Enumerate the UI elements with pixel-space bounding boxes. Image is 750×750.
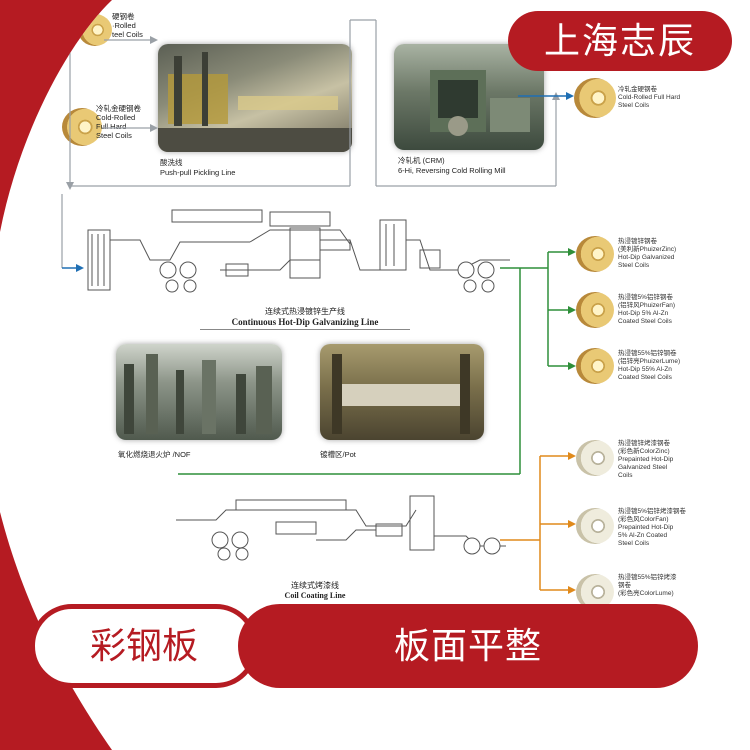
- brand-badge: 上海志辰: [508, 11, 732, 71]
- galvanizing-title-en: Continuous Hot-Dip Galvanizing Line: [200, 317, 410, 330]
- pickling-line-photo: [158, 44, 352, 152]
- nof-caption: 氧化燃烧退火炉 /NOF: [118, 450, 191, 459]
- output-color-zinc: 热浸镀锌烤漆钢卷 (彩色新ColorZinc) Prepainted Hot-D…: [618, 440, 674, 479]
- crm-cn: 冷轧机 (CRM): [398, 156, 445, 165]
- galvanizing-title-cn: 连续式热浸镀锌生产线: [265, 307, 345, 316]
- pickling-line-en: Push-pull Pickling Line: [160, 168, 236, 177]
- output-galvanized-5pct: 热浸镀5%铝锌钢卷 (铝锌风PhuizerFan) Hot-Dip 5% Al-…: [618, 294, 676, 325]
- galvanizing-line-schematic: [80, 200, 520, 300]
- coil-icon-color-fan: [576, 508, 614, 544]
- galvanizing-title: 连续式热浸镀锌生产线 Continuous Hot-Dip Galvanizin…: [200, 306, 410, 330]
- coil-icon-galvanized-zinc: [576, 236, 614, 272]
- coil-icon-color-zinc: [576, 440, 614, 476]
- output-color-fan: 热浸镀5%铝锌烤漆钢卷 (彩色风ColorFan) Prepainted Hot…: [618, 508, 686, 547]
- top-coil-label: 硬钢卷 ·Rolled teel Coils: [112, 12, 143, 39]
- coating-line-schematic: [176, 490, 516, 570]
- coil-icon-galvanized-5pct: [576, 292, 614, 328]
- product-tag: 彩钢板: [30, 604, 258, 688]
- coating-title-en: Coil Coating Line: [284, 591, 346, 600]
- output-color-lume: 热浸镀55%铝锌烤漆 钢卷 (彩色亮ColorLume): [618, 574, 677, 597]
- output-galvanized-zinc: 热浸镀锌钢卷 (美利新PhuizerZinc) Hot-Dip Galvaniz…: [618, 238, 677, 269]
- coil-icon-crm-output: [574, 78, 616, 118]
- coil-icon-galvanized-55pct: [576, 348, 614, 384]
- coil-icon-input: [62, 108, 102, 146]
- crm-en: 6-Hi, Reversing Cold Rolling Mill: [398, 166, 506, 175]
- coating-title: 连续式烤漆线 Coil Coating Line: [230, 580, 400, 600]
- crm-output-label: 冷轧金硬钢卷 Cold-Rolled Full Hard Steel Coils: [618, 86, 681, 109]
- coating-title-cn: 连续式烤漆线: [291, 581, 339, 590]
- input-coil-label: 冷轧金硬钢卷 Cold-Rolled Full Hard Steel Coils: [96, 104, 141, 140]
- pickling-line-cn: 酸洗线: [160, 158, 183, 167]
- pot-area-photo: [320, 344, 484, 440]
- nof-furnace-photo: [116, 344, 282, 440]
- pot-caption: 镀槽区/Pot: [320, 450, 356, 459]
- feature-tag: 板面平整: [238, 604, 698, 688]
- output-galvanized-55pct: 热浸镀55%铝锌钢卷 (铝锌亮PhuizerLume) Hot-Dip 55% …: [618, 350, 681, 381]
